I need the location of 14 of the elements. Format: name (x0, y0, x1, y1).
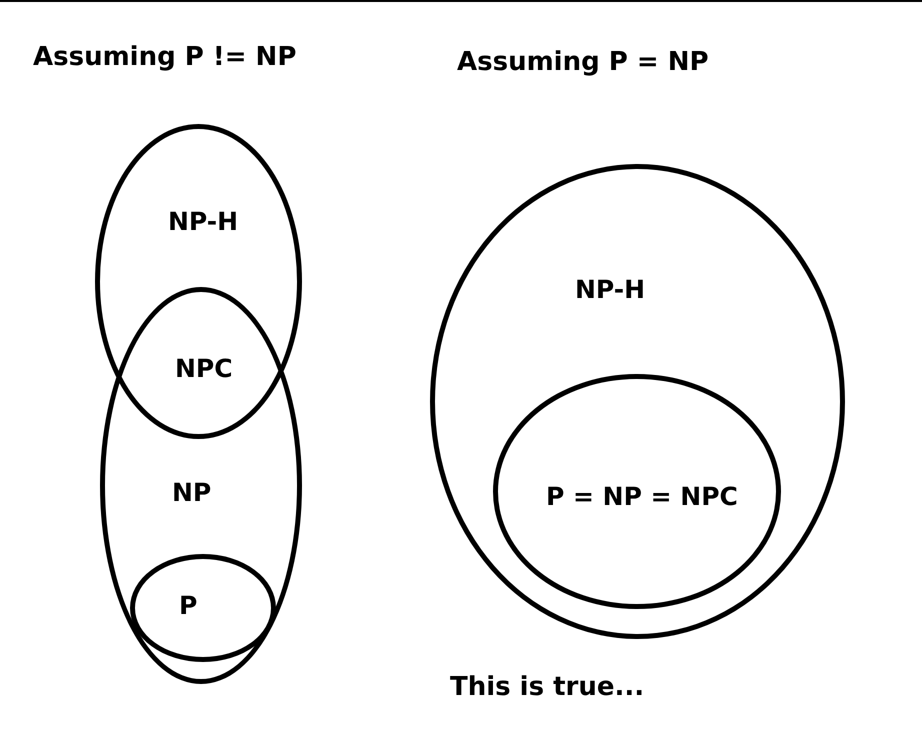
set-label: P (179, 591, 198, 620)
set-ellipse (130, 554, 276, 662)
heading-text: This is true... (450, 672, 644, 702)
set-ellipse (493, 374, 781, 609)
overlap-label: NPC (175, 354, 233, 383)
set-ellipse (430, 164, 845, 639)
set-ellipse (95, 124, 302, 439)
set-label: P = NP = NPC (546, 482, 738, 511)
set-ellipse (100, 287, 302, 684)
set-label: NP (172, 478, 212, 507)
set-label: NP-H (168, 207, 238, 236)
set-label: NP-H (575, 275, 646, 304)
heading-text: Assuming P != NP (33, 42, 296, 72)
heading-text: Assuming P = NP (457, 47, 709, 77)
